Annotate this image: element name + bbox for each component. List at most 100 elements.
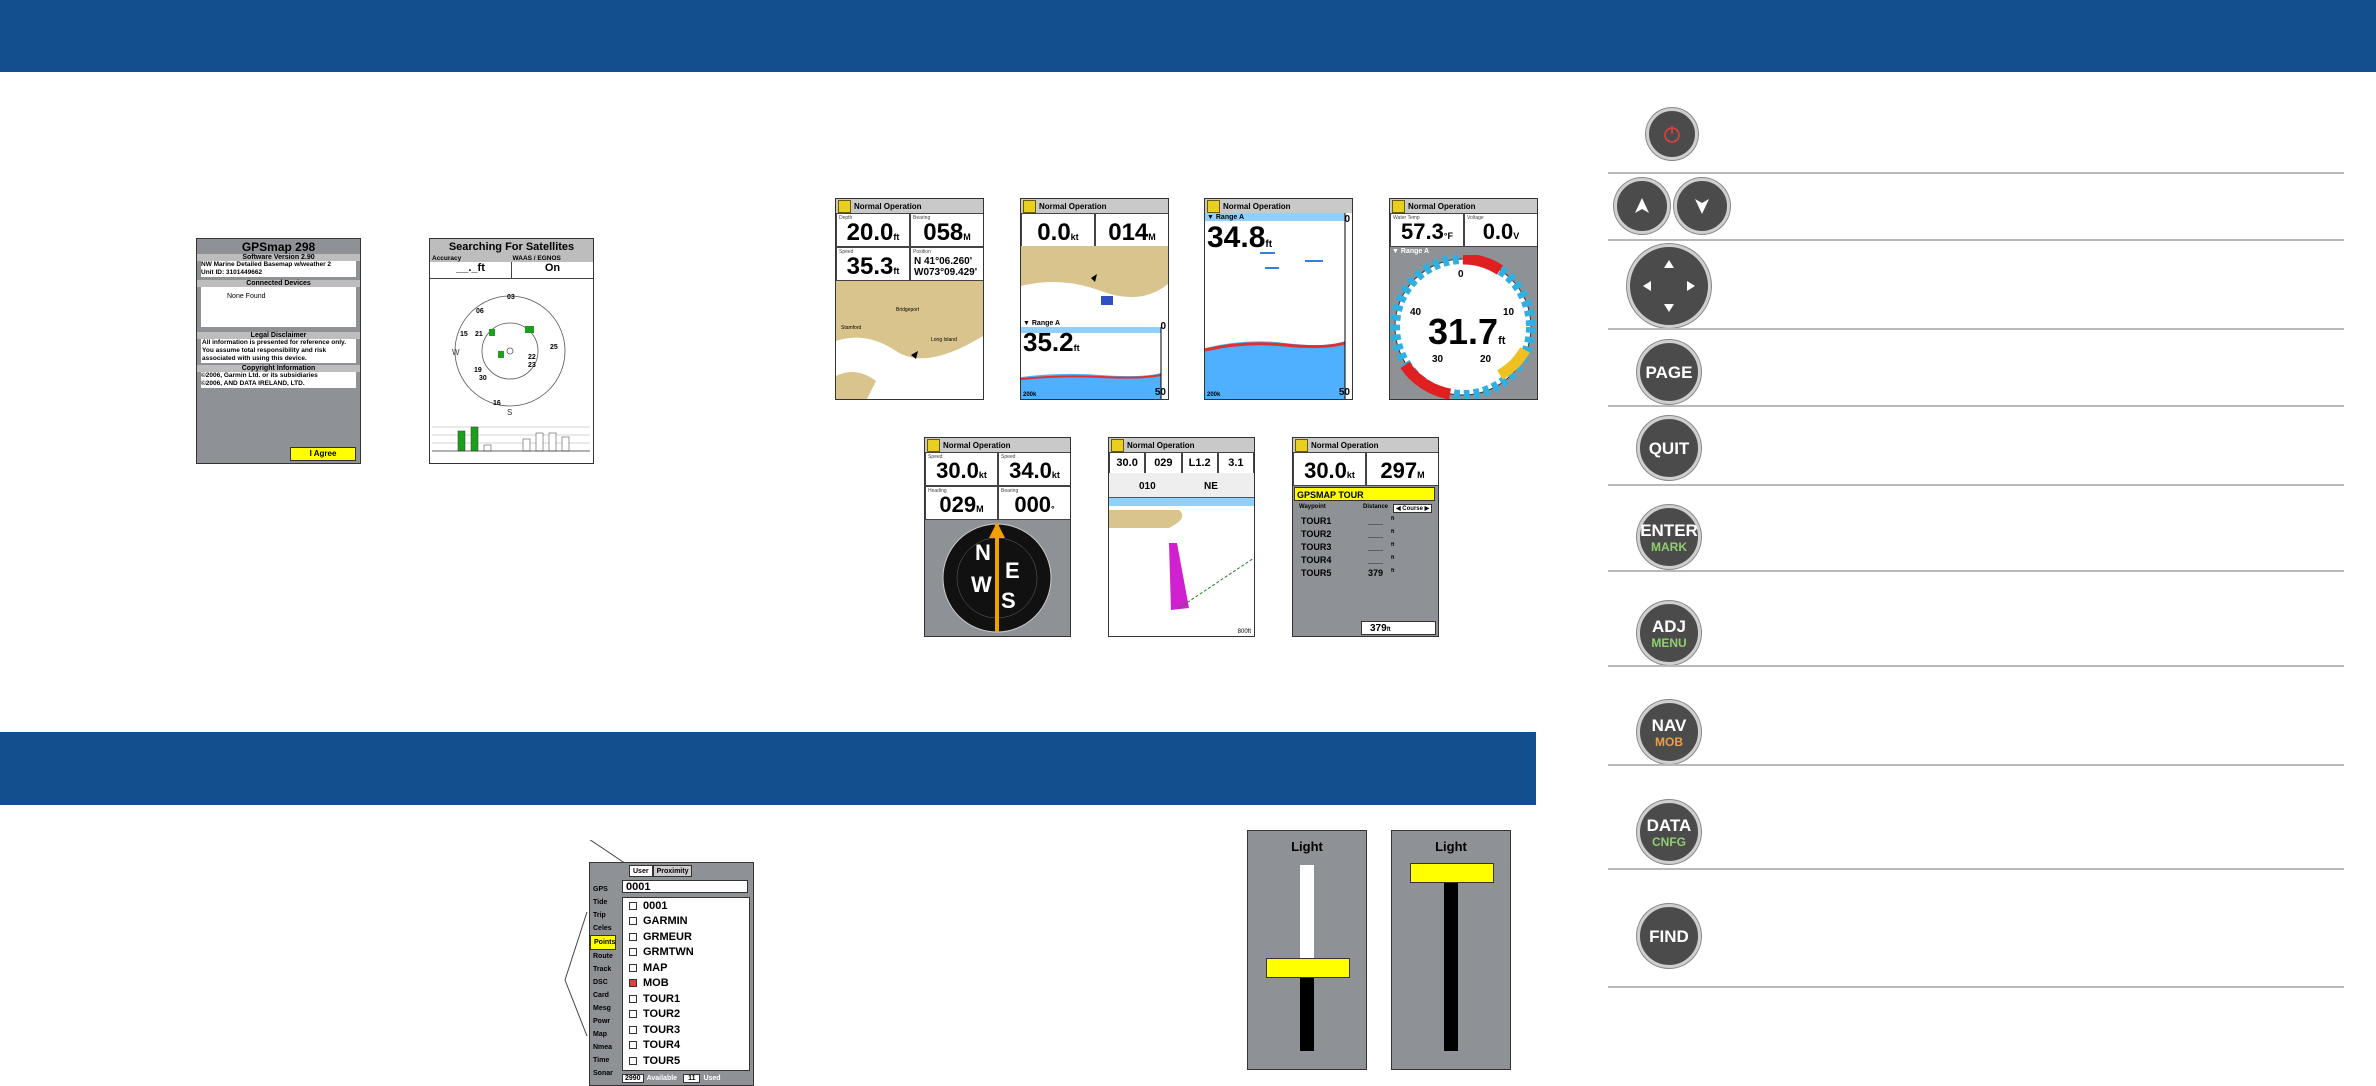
tab-track[interactable]: Track [593, 966, 612, 973]
subtab-proximity[interactable]: Proximity [652, 865, 693, 877]
light-slider-track[interactable] [1444, 865, 1458, 1051]
field-heading: 014M [1095, 213, 1168, 247]
rocker-pad[interactable] [1627, 244, 1711, 328]
zoom-in-button[interactable] [1614, 178, 1670, 234]
light-slider-thumb[interactable] [1410, 863, 1494, 883]
list-item[interactable]: GRMTWN [623, 945, 749, 961]
connected-value: None Found [227, 293, 266, 300]
ring-40: 40 [1410, 307, 1422, 318]
used-label: Used [703, 1075, 721, 1082]
satellite-screen: Searching For Satellites Accuracy WAAS /… [429, 238, 594, 464]
list-item[interactable]: MOB [623, 976, 749, 992]
tab-card[interactable]: Card [593, 992, 609, 999]
signal-bar [548, 432, 557, 452]
map-info-box: NW Marine Detailed Basemap w/weather 2 U… [201, 261, 356, 277]
tab-mesg[interactable]: Mesg [593, 1005, 611, 1012]
divider [1608, 986, 2344, 988]
tab-tide[interactable]: Tide [593, 899, 608, 906]
list-item[interactable]: GRMEUR [623, 929, 749, 945]
find-button[interactable]: FIND [1637, 904, 1701, 968]
tab-time[interactable]: Time [593, 1057, 610, 1064]
agree-button[interactable]: I Agree [290, 447, 356, 461]
points-input[interactable]: 0001 [622, 880, 748, 893]
route-unit: ft [1391, 529, 1395, 535]
warning-icon [1392, 199, 1405, 213]
sat-id: 22 [528, 354, 536, 361]
light-title: Light [1291, 839, 1323, 854]
list-item-label: TOUR1 [643, 992, 681, 1005]
button-sublabel: MOB [1655, 734, 1683, 749]
list-item[interactable]: TOUR4 [623, 1038, 749, 1054]
tab-trip[interactable]: Trip [593, 912, 606, 919]
route-row[interactable]: TOUR2___ft [1293, 529, 1438, 542]
map-scale: 800ft [1237, 629, 1251, 635]
subtab-user[interactable]: User [629, 865, 653, 877]
tab-points[interactable]: Points [590, 935, 616, 950]
quit-button[interactable]: QUIT [1637, 416, 1701, 480]
field-label: Position [913, 249, 931, 255]
waypoint-icon [629, 1025, 637, 1034]
route-unit: ft [1391, 568, 1395, 574]
button-label: QUIT [1648, 438, 1690, 458]
warning-icon [838, 199, 851, 213]
route-unit: ft [1391, 516, 1395, 522]
section-banner [0, 732, 1536, 805]
tab-powr[interactable]: Powr [593, 1018, 611, 1025]
sat-label-row: Accuracy WAAS / EGNOS [430, 255, 593, 262]
tab-map[interactable]: Map [593, 1031, 607, 1038]
page-button[interactable]: PAGE [1637, 340, 1701, 404]
waypoint-icon [629, 948, 637, 957]
tab-dsc[interactable]: DSC [593, 979, 608, 986]
route-row[interactable]: TOUR3___ft [1293, 542, 1438, 555]
scale-top: 0 [1160, 321, 1166, 332]
route-row[interactable]: TOUR4___ft [1293, 555, 1438, 568]
zoom-out-button[interactable] [1674, 178, 1730, 234]
route-title[interactable]: GPSMAP TOUR [1294, 487, 1435, 501]
col-course-box[interactable]: ◀ Course ▶ [1393, 504, 1433, 513]
tab-celes[interactable]: Celes [593, 925, 612, 932]
tab-sonar[interactable]: Sonar [593, 1070, 613, 1077]
data-strip: 30.0 029 L1.2 3.1 [1109, 452, 1254, 474]
status-bar: Normal Operation [925, 438, 1070, 453]
waypoint-icon [629, 1041, 637, 1050]
list-item[interactable]: GARMIN [623, 914, 749, 930]
tab-gps[interactable]: GPS [593, 886, 608, 893]
copyright-header: Copyright Information [197, 365, 360, 372]
tab-nmea[interactable]: Nmea [593, 1044, 613, 1051]
route-row[interactable]: TOUR1___ft [1293, 516, 1438, 529]
light-screen-2: Light [1391, 830, 1511, 1070]
tab-route[interactable]: Route [593, 953, 613, 960]
field-value: 029 [1145, 452, 1182, 474]
route-total: 379ft [1361, 621, 1436, 635]
route-distance: ___ [1368, 516, 1384, 526]
list-item[interactable]: TOUR2 [623, 1007, 749, 1023]
waas-label: WAAS / EGNOS [512, 255, 561, 262]
list-item[interactable]: TOUR1 [623, 991, 749, 1007]
button-label: PAGE [1645, 362, 1693, 382]
list-item[interactable]: TOUR3 [623, 1022, 749, 1038]
heading-right: NE [1204, 481, 1218, 492]
list-item[interactable]: MAP [623, 960, 749, 976]
list-item[interactable]: 0001 [623, 898, 749, 914]
sat-id: 25 [550, 344, 558, 351]
power-button[interactable] [1646, 108, 1698, 160]
button-sublabel: MARK [1651, 539, 1687, 554]
list-item[interactable]: TOUR5 [623, 1053, 749, 1069]
light-slider-thumb[interactable] [1266, 958, 1350, 978]
list-item-label: GRMTWN [643, 946, 694, 959]
range-label: ▼ Range A [1207, 214, 1245, 221]
power-icon [1664, 126, 1680, 143]
status-text: Normal Operation [1039, 201, 1107, 211]
